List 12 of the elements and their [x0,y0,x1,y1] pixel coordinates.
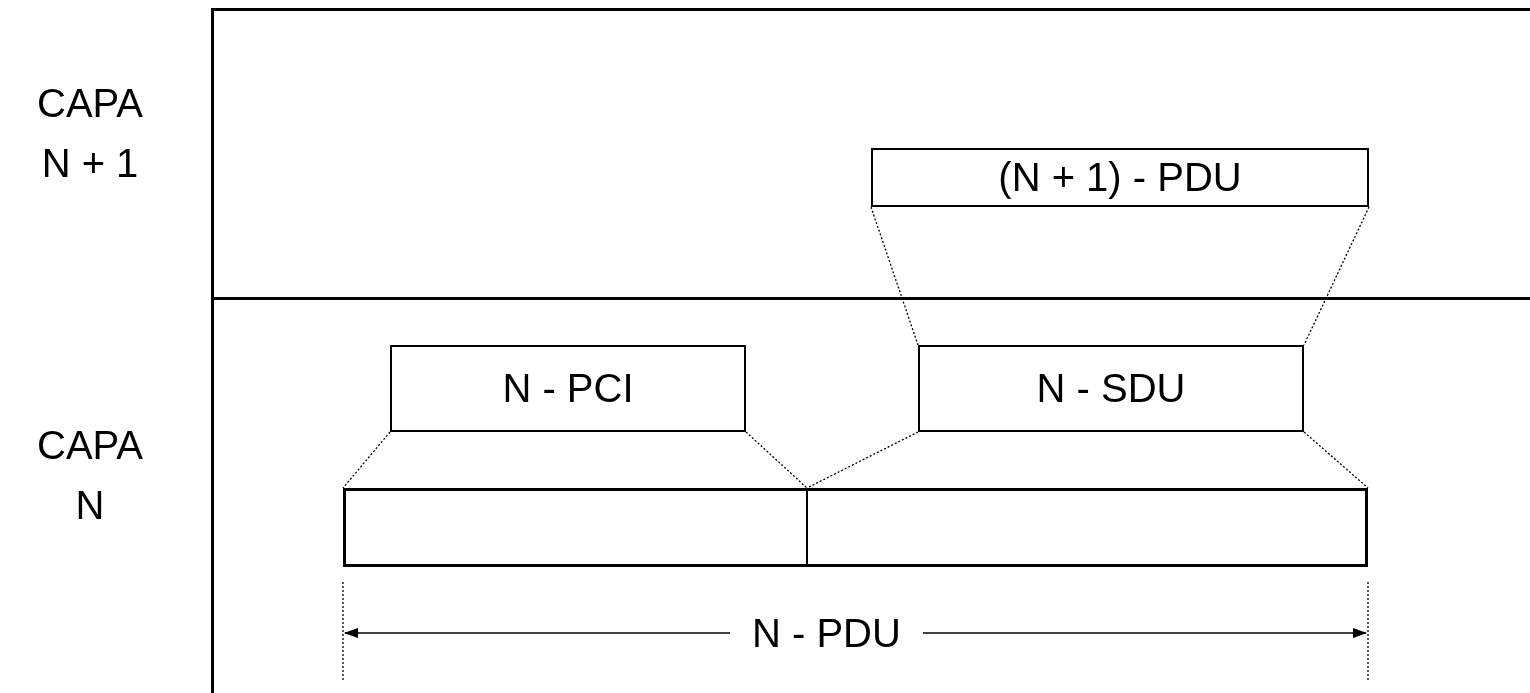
layer-label: CAPA N [36,422,144,529]
dotted-connector [1303,431,1369,489]
dotted-connector [342,431,391,489]
dotted-connector [745,431,808,489]
pdu-bar [343,488,1368,567]
data-unit-box: (N + 1) - PDU [871,148,1369,207]
data-unit-box: N - PCI [390,345,746,432]
layer-label: CAPA N + 1 [36,79,144,187]
dotted-connector [1303,206,1370,346]
dotted-connector [806,431,919,489]
dotted-connector [870,206,919,346]
data-unit-box: N - SDU [918,345,1304,432]
